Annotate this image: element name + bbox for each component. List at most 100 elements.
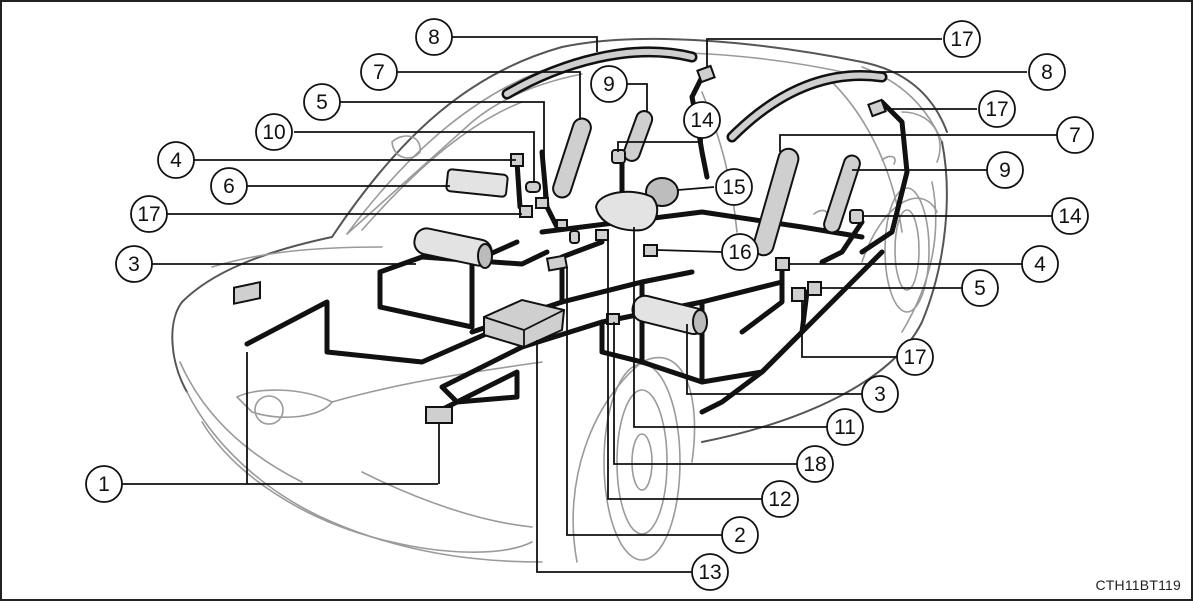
callout-number: 14	[1058, 205, 1082, 228]
callout-circle	[721, 233, 759, 271]
callout-circle	[303, 83, 341, 121]
callout-circle	[85, 465, 123, 503]
callout-circle	[796, 445, 834, 483]
callout-4-left: 4	[157, 141, 195, 179]
callout-18: 18	[796, 445, 834, 483]
callout-circle	[761, 480, 799, 518]
figure-code: CTH11BT119	[1095, 577, 1181, 593]
connector-10	[525, 181, 541, 193]
callout-circle	[896, 338, 934, 376]
callout-circle	[360, 53, 398, 91]
callout-circle	[115, 245, 153, 283]
callout-number: 17	[950, 28, 973, 51]
callout-number: 4	[170, 149, 182, 172]
callout-number: 10	[262, 121, 285, 144]
callout-9-left: 9	[590, 65, 628, 103]
connector-2	[545, 254, 569, 272]
connector-18	[606, 313, 620, 325]
callout-number: 4	[1034, 253, 1046, 276]
callout-14-right: 14	[1051, 197, 1089, 235]
callout-circle	[986, 151, 1024, 189]
callout-17-left: 17	[130, 195, 168, 233]
callout-number: 3	[874, 383, 886, 406]
front-airbag-sensor-right	[425, 406, 453, 424]
callout-circle	[721, 516, 759, 554]
callout-circle	[157, 141, 195, 179]
callout-circle	[978, 90, 1016, 128]
callout-number: 13	[698, 561, 721, 584]
callout-8-right: 8	[1028, 53, 1066, 91]
callout-13: 13	[691, 553, 729, 591]
connector-4-right	[775, 257, 790, 271]
connector-5-left	[535, 197, 549, 209]
callout-circle	[590, 65, 628, 103]
connector-small-a	[556, 219, 568, 229]
callout-circle	[1051, 197, 1089, 235]
callout-7-right: 7	[1056, 116, 1094, 154]
callout-number: 18	[803, 453, 826, 476]
side-airbag-front-left	[552, 117, 592, 199]
callout-number: 9	[603, 73, 615, 96]
callout-11: 11	[826, 408, 864, 446]
callout-number: 12	[768, 488, 791, 511]
callout-14-left: 14	[683, 101, 721, 139]
callout-number: 14	[690, 109, 714, 132]
callout-8-left: 8	[415, 18, 453, 56]
callout-3-right: 3	[861, 375, 899, 413]
passenger-airbag	[445, 168, 509, 198]
callout-number: 2	[734, 524, 746, 547]
callout-number: 5	[316, 91, 328, 114]
callout-3-left: 3	[115, 245, 153, 283]
connector-17-rear	[867, 98, 887, 118]
callout-15: 15	[715, 168, 753, 206]
callout-circle	[715, 168, 753, 206]
driver-airbag	[594, 190, 659, 232]
leader-lines	[122, 36, 1057, 573]
callout-circle	[210, 167, 248, 205]
connector-11	[569, 230, 580, 244]
connector-12	[595, 229, 609, 241]
connector-16	[643, 244, 658, 257]
callout-number: 11	[834, 416, 856, 439]
callout-5-right: 5	[961, 269, 999, 307]
connector-17-left-a	[519, 205, 533, 218]
callout-number: 6	[223, 175, 235, 198]
callout-number: 8	[1041, 61, 1053, 84]
callout-number: 7	[1069, 124, 1081, 147]
side-airbag-rear-left	[622, 110, 654, 162]
side-airbag-front-right	[752, 147, 800, 257]
connector-17-top	[696, 64, 716, 84]
callout-1: 1	[85, 465, 123, 503]
callout-circle	[1021, 245, 1059, 283]
callout-number: 1	[98, 473, 110, 496]
connector-5-right	[807, 281, 822, 296]
callout-number: 9	[999, 159, 1011, 182]
callout-number: 15	[722, 176, 745, 199]
callout-4-right: 4	[1021, 245, 1059, 283]
connector-14-right	[849, 209, 864, 224]
callout-number: 17	[137, 203, 160, 226]
callout-10: 10	[255, 113, 293, 151]
car-body-outline	[171, 37, 948, 563]
callout-circle	[1056, 116, 1094, 154]
callout-number: 16	[728, 241, 751, 264]
callout-5-left: 5	[303, 83, 341, 121]
airbag-ecu	[483, 298, 566, 349]
front-airbag-sensor-left	[233, 280, 261, 305]
callout-circle	[861, 375, 899, 413]
callout-number: 5	[974, 277, 986, 300]
callout-circle	[130, 195, 168, 233]
callout-number: 17	[903, 346, 926, 369]
callout-bubbles: 8 17 7 9 8 5 14 17 10 7 4 9 6 15 17 14 1…	[85, 18, 1094, 591]
callout-number: 8	[428, 26, 440, 49]
callout-12: 12	[761, 480, 799, 518]
side-airbag-rear-right	[823, 154, 861, 234]
callout-number: 3	[128, 253, 140, 276]
callout-16: 16	[721, 233, 759, 271]
callout-circle	[1028, 53, 1066, 91]
callout-7-left: 7	[360, 53, 398, 91]
connector-17-right	[791, 287, 806, 302]
callout-6: 6	[210, 167, 248, 205]
